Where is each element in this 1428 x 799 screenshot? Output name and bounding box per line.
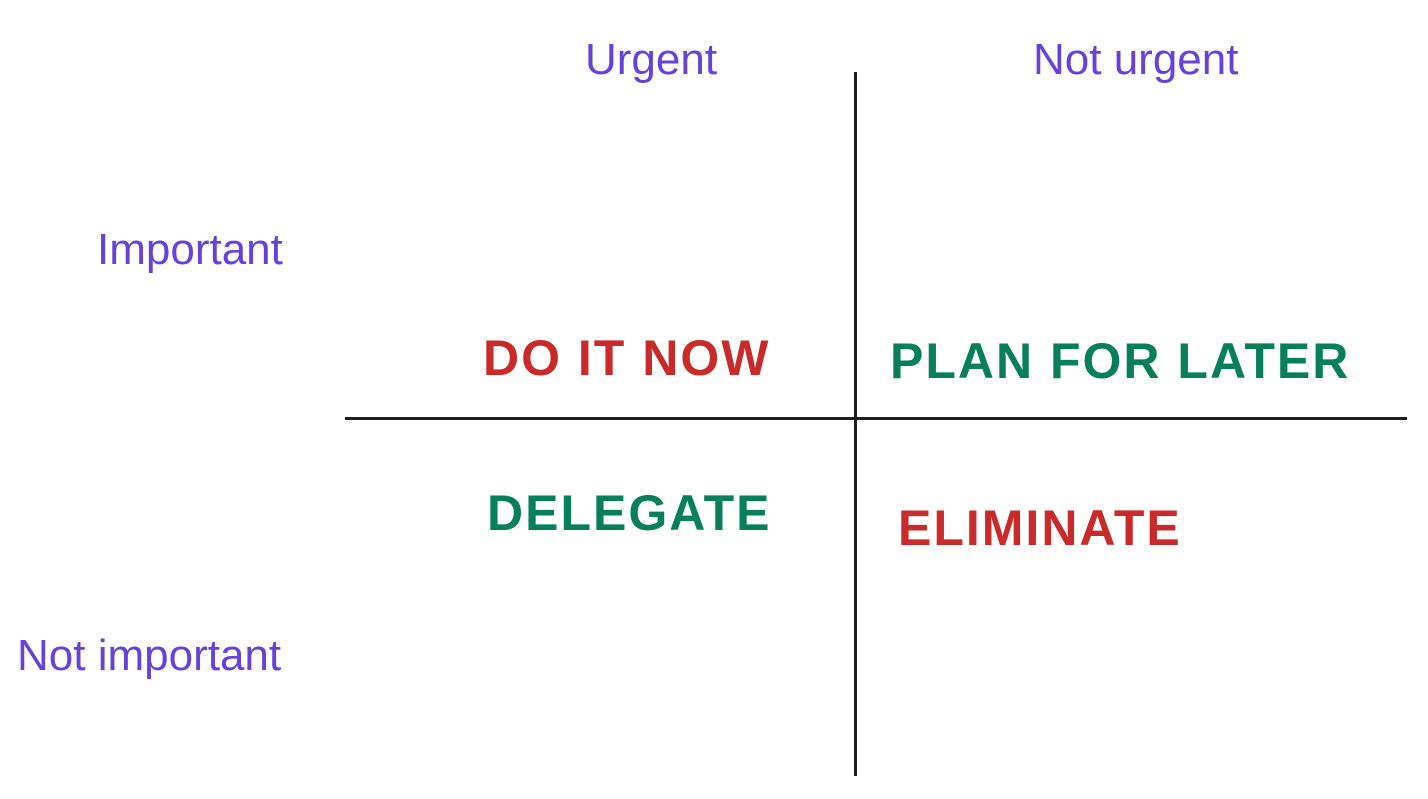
- horizontal-axis-line: [345, 417, 1407, 420]
- quadrant-do-it-now: DO IT NOW: [483, 330, 771, 386]
- row-label-not-important: Not important: [17, 631, 282, 680]
- vertical-axis-line: [854, 72, 857, 776]
- quadrant-plan-for-later: PLAN FOR LATER: [890, 333, 1351, 389]
- row-label-important: Important: [97, 225, 283, 274]
- quadrant-eliminate: ELIMINATE: [898, 500, 1182, 556]
- column-label-not-urgent: Not urgent: [1033, 35, 1239, 84]
- quadrant-delegate: DELEGATE: [487, 485, 772, 541]
- column-label-urgent: Urgent: [585, 35, 718, 84]
